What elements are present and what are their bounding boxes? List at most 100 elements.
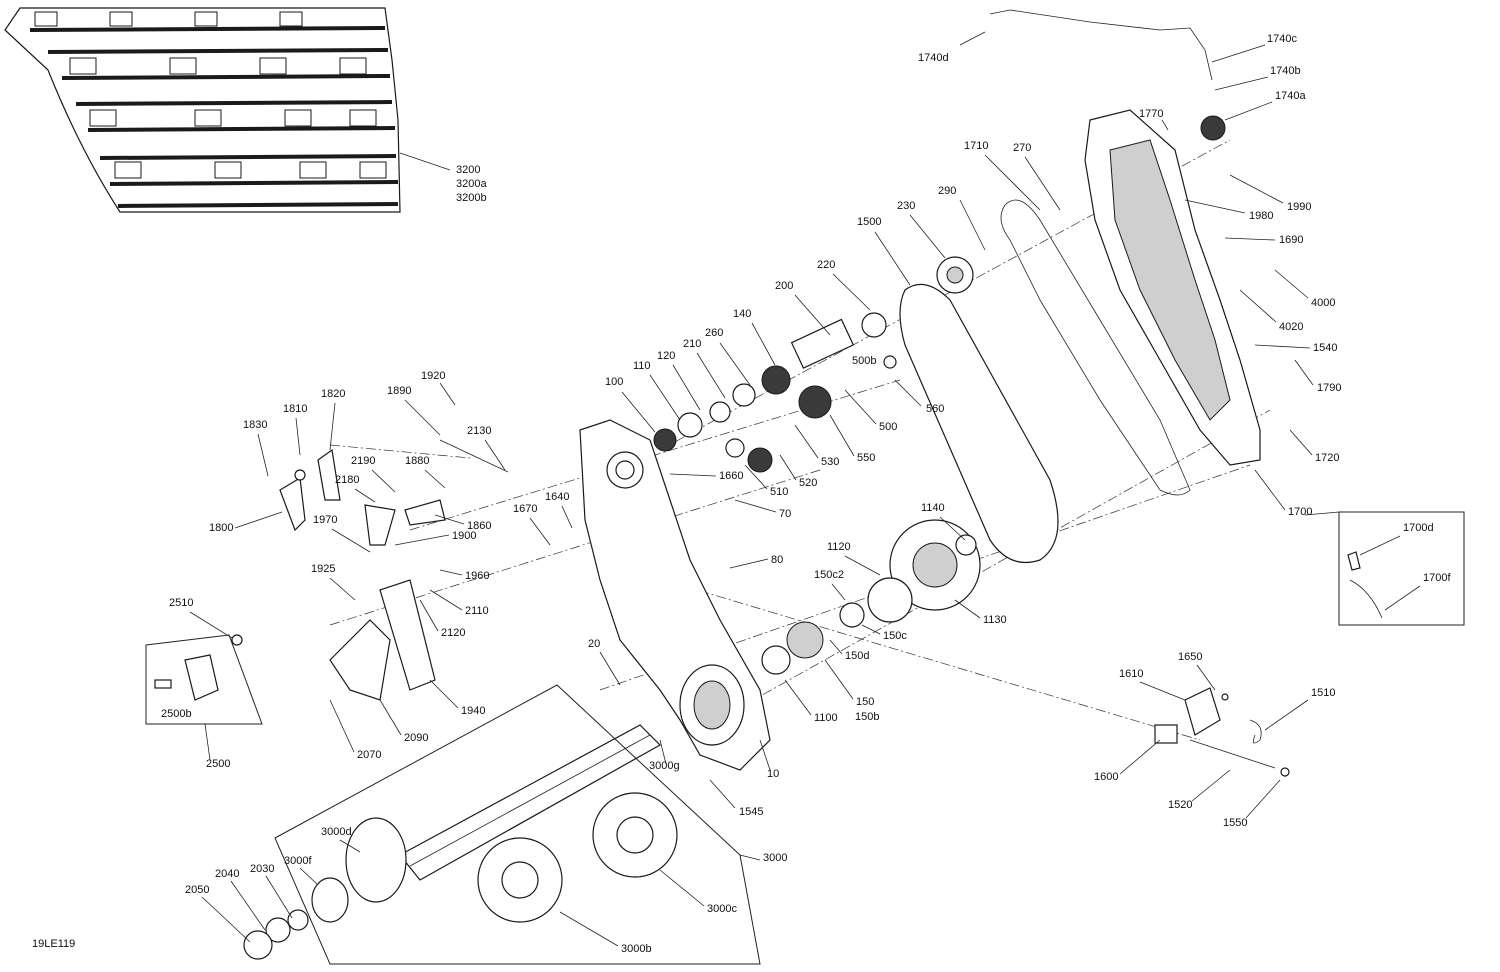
part-label-500: 500 (879, 421, 897, 433)
part-label-1650: 1650 (1178, 651, 1202, 663)
part-label-3000c: 3000c (707, 903, 737, 915)
part-label-1960: 1960 (465, 570, 489, 582)
part-label-1740b: 1740b (1270, 65, 1301, 77)
part-label-1800: 1800 (209, 522, 233, 534)
part-label-1740a: 1740a (1275, 90, 1306, 102)
part-label-150d: 150d (845, 650, 869, 662)
part-label-2040: 2040 (215, 868, 239, 880)
part-label-220: 220 (817, 259, 835, 271)
part-label-1610: 1610 (1119, 668, 1143, 680)
part-label-1880: 1880 (405, 455, 429, 467)
part-label-150c2: 150c2 (814, 569, 844, 581)
part-label-1510: 1510 (1311, 687, 1335, 699)
part-label-1970: 1970 (313, 514, 337, 526)
part-label-560: 560 (926, 403, 944, 415)
part-label-530: 530 (821, 456, 839, 468)
part-label-20: 20 (588, 638, 600, 650)
part-label-1550: 1550 (1223, 817, 1247, 829)
part-label-150c: 150c (883, 630, 907, 642)
leader-lines (189, 31, 1421, 947)
part-label-1700f: 1700f (1423, 572, 1451, 584)
drive-chain (899, 283, 1059, 564)
chaincase-housing (579, 419, 771, 771)
part-label-1690: 1690 (1279, 234, 1303, 246)
part-label-1830: 1830 (243, 419, 267, 431)
part-label-1860: 1860 (467, 520, 491, 532)
part-label-3200: 3200 (456, 164, 480, 176)
part-labels: 32003200a3200b1740d1740c1740b1740a177017… (161, 33, 1451, 955)
part-label-70: 70 (779, 508, 791, 520)
part-label-290: 290 (938, 185, 956, 197)
part-label-3000b: 3000b (621, 943, 652, 955)
part-label-2030: 2030 (250, 863, 274, 875)
part-label-210: 210 (683, 338, 701, 350)
part-label-1720: 1720 (1315, 452, 1339, 464)
reverse-selector-parts (1154, 687, 1290, 777)
inset-frames (145, 511, 1465, 965)
part-label-3000g: 3000g (649, 760, 680, 772)
part-label-2190: 2190 (351, 455, 375, 467)
part-label-1660: 1660 (719, 470, 743, 482)
part-label-2130: 2130 (467, 425, 491, 437)
part-label-1640: 1640 (545, 491, 569, 503)
part-label-1700d: 1700d (1403, 522, 1434, 534)
part-label-2510: 2510 (169, 597, 193, 609)
part-label-10: 10 (767, 768, 779, 780)
part-label-1140: 1140 (921, 502, 945, 514)
part-label-4020: 4020 (1279, 321, 1303, 333)
diagram-code: 19LE119 (32, 938, 75, 950)
part-label-3000d: 3000d (321, 826, 352, 838)
chaincase-cover (1084, 109, 1261, 466)
part-label-1925: 1925 (311, 563, 335, 575)
part-label-1520: 1520 (1168, 799, 1192, 811)
part-label-2180: 2180 (335, 474, 359, 486)
part-label-140: 140 (733, 308, 751, 320)
part-label-1810: 1810 (283, 403, 307, 415)
part-label-520: 520 (799, 477, 817, 489)
part-label-1500: 1500 (857, 216, 881, 228)
part-label-260: 260 (705, 327, 723, 339)
part-label-4000: 4000 (1311, 297, 1335, 309)
part-label-1130: 1130 (983, 614, 1007, 626)
part-label-1940: 1940 (461, 705, 485, 717)
part-label-80: 80 (771, 554, 783, 566)
lower-sprocket-parts (761, 519, 981, 675)
part-label-1900: 1900 (452, 530, 476, 542)
part-label-110: 110 (633, 360, 651, 372)
part-label-1820: 1820 (321, 388, 345, 400)
part-label-2500b: 2500b (161, 708, 192, 720)
part-label-3000f: 3000f (284, 855, 312, 867)
part-label-510: 510 (770, 486, 788, 498)
part-label-2070: 2070 (357, 749, 381, 761)
part-label-1120: 1120 (827, 541, 851, 553)
breather-fitting (1200, 115, 1226, 141)
part-label-1700: 1700 (1288, 506, 1312, 518)
part-label-1600: 1600 (1094, 771, 1118, 783)
shifter-linkage (231, 439, 509, 701)
part-label-2090: 2090 (404, 732, 428, 744)
breather-hose (989, 9, 1213, 81)
part-label-2050: 2050 (185, 884, 209, 896)
drive-axle-assembly (243, 724, 678, 960)
part-label-1100: 1100 (814, 712, 838, 724)
part-label-1740d: 1740d (918, 52, 949, 64)
part-label-1770: 1770 (1139, 108, 1163, 120)
part-label-2500: 2500 (206, 758, 230, 770)
part-label-1890: 1890 (387, 385, 411, 397)
part-label-120: 120 (657, 350, 675, 362)
part-label-1990: 1990 (1287, 201, 1311, 213)
part-label-2110: 2110 (465, 605, 489, 617)
part-label-1540: 1540 (1313, 342, 1337, 354)
part-label-2120: 2120 (441, 627, 465, 639)
part-label-1740c: 1740c (1267, 33, 1297, 45)
part-label-1710: 1710 (964, 140, 988, 152)
part-label-3200a: 3200a (456, 178, 487, 190)
part-label-550: 550 (857, 452, 875, 464)
part-label-150b: 150b (855, 711, 879, 723)
part-label-1670: 1670 (513, 503, 537, 515)
tensioner-seal (1000, 199, 1191, 496)
upper-shaft-parts (653, 256, 974, 473)
part-label-500b: 500b (852, 355, 876, 367)
part-label-200: 200 (775, 280, 793, 292)
